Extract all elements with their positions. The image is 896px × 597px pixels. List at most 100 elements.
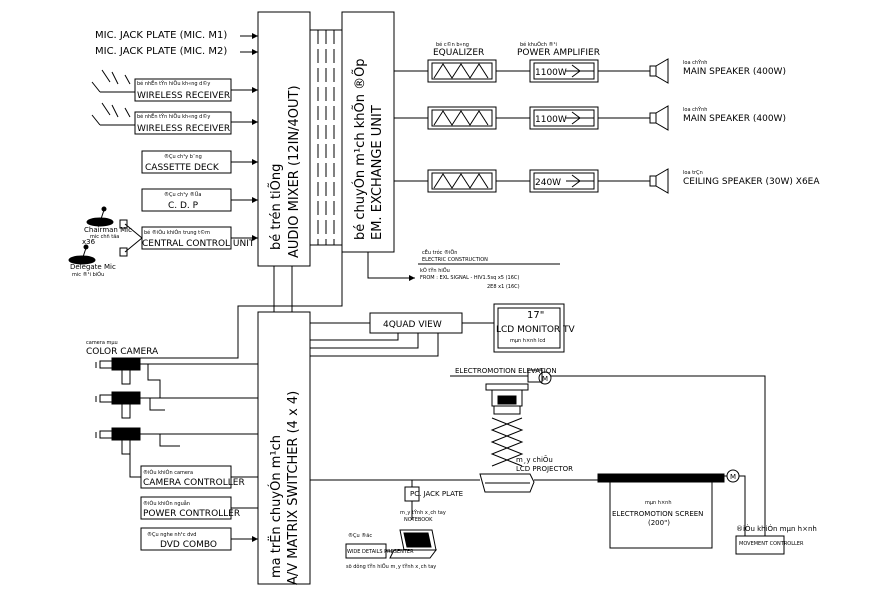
color-camera-group: camera mµu COLOR CAMERA (86, 312, 258, 455)
wireless-receiver-1: bé nhËn tÝn hiÖu kh«ng d©y WIRELESS RECE… (91, 69, 258, 102)
central-control-unit: bé ®iÒu khiÓn trung t©m CENTRAL CONTROL … (119, 219, 258, 257)
elevation-motor: M (542, 375, 548, 383)
mixer-to-exchange-links (310, 29, 342, 246)
camera-icon (95, 427, 141, 455)
matrix-switcher: ma trËn chuyÓn m¹ch A/V MATRIX SWITCHER … (257, 311, 311, 585)
cassette-deck-label: CASSETTE DECK (145, 163, 220, 173)
exchange-unit-label: EM. EXCHANGE UNIT (370, 105, 385, 240)
motor-icon: M (726, 469, 740, 483)
delegate-mic-note: mic ®¹i biÓu (72, 271, 104, 278)
lift-mechanism-icon (485, 383, 529, 467)
screen-motor: M (730, 473, 736, 481)
pc-jack-plate: PC. JACK PLATE (404, 480, 463, 520)
dvd-combo-note: ®Çu nghe nh¹c dvd (147, 531, 196, 538)
electric-construction-line2: FROM : EXL SIGNAL - HIV1.5sq x5 (16C) (420, 275, 519, 281)
chairman-mic-note: mic chñ täa (90, 234, 119, 240)
audio-channel-2: 1100W loa chÝnh MAIN SPEAKER (400W) (394, 105, 786, 131)
audio-channel-3: 240W loa trÇn CEILING SPEAKER (30W) X6EA (394, 168, 820, 194)
notebook-label: NOTEBOOK (404, 517, 433, 523)
chairman-mic: Chairman Mic mic chñ täa x36 (82, 206, 132, 246)
exchange-unit: bé chuyÓn m¹ch khÕn ®Õp EM. EXCHANGE UNI… (341, 11, 395, 253)
antenna-icon (91, 102, 135, 126)
equalizer-note: bé c©n b»ng (436, 41, 469, 48)
camera-controller-note: ®iÒu khiÓn camera (143, 469, 193, 476)
screen-note: mµn h×nh (645, 500, 672, 506)
document-camera-note: ®Çu ®äc (348, 532, 372, 539)
laptop-icon (389, 529, 437, 559)
equalizer-header: EQUALIZER (433, 48, 484, 58)
dvd-combo: ®Çu nghe nh¹c dvd DVD COMBO (140, 527, 258, 551)
chairman-mic-count: x36 (82, 238, 96, 246)
cdp-label: C. D. P (168, 201, 199, 211)
delegate-mic: Delegate Mic mic ®¹i biÓu (68, 244, 116, 278)
electric-construction-note-vn: cÊu tróc ®iÖn (422, 248, 457, 256)
speaker-icon (649, 105, 669, 131)
amplifier-header: POWER AMPLIFIER (517, 48, 600, 58)
projector-label: LCD PROJECTOR (516, 465, 573, 473)
audio-mixer: bé trén tiÕng AUDIO MIXER (12IN/4OUT) (257, 11, 311, 267)
chairman-mic-label: Chairman Mic (84, 226, 132, 234)
microphone-icon (86, 206, 114, 227)
screen-size: (200") (648, 519, 670, 527)
amp-3-value: 240W (535, 178, 561, 188)
speaker-3-note: loa trÇn (683, 170, 703, 176)
central-control-note: bé ®iÒu khiÓn trung t©m (144, 229, 210, 236)
dvd-combo-label: DVD COMBO (160, 540, 217, 550)
matrix-switcher-note: ma trËn chuyÓn m¹ch (268, 435, 284, 578)
camera-icon (95, 391, 141, 419)
delegate-mic-label: Delegate Mic (70, 263, 116, 271)
cdp-note: ®Çu ch¹y ®Üa (164, 191, 201, 198)
speaker-icon (649, 168, 669, 194)
wireless-receiver-1-label: WIRELESS RECEIVER (137, 91, 230, 101)
electric-construction-label: ELECTRIC CONSTRUCTION (422, 257, 488, 263)
speaker-icon (649, 58, 669, 84)
movement-controller-note: ®iÒu khiÓn mµn h×nh (736, 524, 817, 533)
speaker-2-note: loa chÝnh (683, 106, 707, 113)
amp-1-value: 1100W (535, 68, 567, 78)
wireless-receiver-2: bé nhËn tÝn hiÖu kh«ng d©y WIRELESS RECE… (91, 102, 258, 135)
quad-view-label: 4QUAD VIEW (383, 320, 442, 330)
motor-icon: M (538, 371, 552, 385)
wireless-receiver-2-note: bé nhËn tÝn hiÖu kh«ng d©y (137, 113, 210, 120)
lcd-monitor: 17" LCD MONITOR TV mµn h×nh lcd (493, 303, 576, 353)
speaker-2-label: MAIN SPEAKER (400W) (683, 114, 786, 124)
projector-icon (479, 473, 535, 493)
amp-2-value: 1100W (535, 115, 567, 125)
electric-construction-line3: 2E8 x1 (16C) (487, 284, 520, 290)
power-controller: ®iÒu khiÓn nguån POWER CONTROLLER (140, 496, 258, 520)
audio-mixer-label: AUDIO MIXER (12IN/4OUT) (287, 85, 302, 258)
lcd-monitor-size: 17" (527, 310, 544, 321)
electromotion-screen: mµn h×nh ELECTROMOTION SCREEN (200") M (597, 469, 746, 549)
power-controller-note: ®iÒu khiÓn nguån (143, 500, 190, 507)
projector-note: m¸y chiÕu (516, 455, 553, 464)
electromotion-elevation: ELECTROMOTION ELEVATION M (450, 367, 766, 536)
quad-view: 4QUAD VIEW (310, 312, 494, 357)
notebook: m¸y tÝnh x¸ch tay NOTEBOOK (389, 509, 446, 559)
document-camera: ®Çu ®äc WIDE DETAILS PRESENTER sö dông t… (345, 532, 436, 570)
cassette-deck: ®Çu ch¹y b¨ng CASSETTE DECK (141, 150, 258, 174)
color-camera-label: COLOR CAMERA (86, 347, 159, 357)
movement-controller: ®iÒu khiÓn mµn h×nh MOVEMENT CONTROLLER (735, 524, 817, 555)
audio-channel-1: 1100W loa chÝnh MAIN SPEAKER (400W) (394, 58, 786, 84)
camera-icon (95, 357, 141, 385)
mic-input-2-label: MIC. JACK PLATE (MIC. M2) (95, 46, 227, 57)
cdp-player: ®Çu ch¹y ®Üa C. D. P (141, 188, 258, 212)
speaker-3-label: CEILING SPEAKER (30W) X6EA (683, 177, 820, 187)
power-controller-label: POWER CONTROLLER (143, 509, 240, 519)
notebook-note: m¸y tÝnh x¸ch tay (400, 509, 446, 516)
audio-mixer-note: bé trén tiÕng (268, 164, 284, 250)
camera-controller-label: CAMERA CONTROLLER (143, 478, 245, 488)
wireless-receiver-2-label: WIRELESS RECEIVER (137, 124, 230, 134)
antenna-icon (91, 69, 135, 93)
electric-construction-note: cÊu tróc ®iÖn ELECTRIC CONSTRUCTION kÕ t… (367, 248, 560, 290)
amplifier-note: bé khuÕch ®¹i (520, 41, 557, 48)
elevation-label: ELECTROMOTION ELEVATION (455, 367, 557, 375)
mic-input-1-label: MIC. JACK PLATE (MIC. M1) (95, 30, 227, 41)
wireless-receiver-1-note: bé nhËn tÝn hiÖu kh«ng d©y (137, 80, 210, 87)
document-camera-label: WIDE DETAILS PRESENTER (347, 549, 414, 555)
mic-input-1: MIC. JACK PLATE (MIC. M1) (95, 30, 258, 41)
color-camera-note: camera mµu (86, 340, 118, 346)
speaker-1-label: MAIN SPEAKER (400W) (683, 67, 786, 77)
